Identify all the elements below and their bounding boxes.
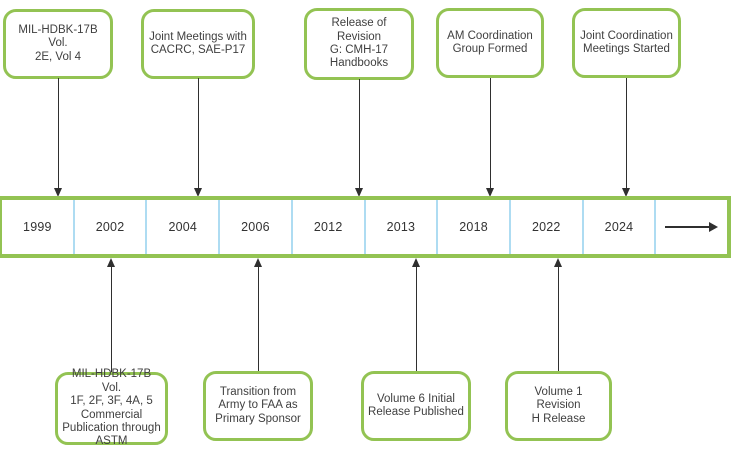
event-label: AM Coordination Group Formed bbox=[447, 29, 533, 55]
event-box-below-2006: Transition from Army to FAA as Primary S… bbox=[203, 371, 313, 441]
event-box-below-2022: Volume 1 Revision H Release bbox=[505, 371, 612, 441]
year-label: 2018 bbox=[459, 220, 488, 234]
event-box-below-2013: Volume 6 Initial Release Published bbox=[361, 371, 471, 441]
arrow-down-icon bbox=[622, 188, 630, 197]
arrow-up-icon bbox=[554, 258, 562, 267]
year-label: 2013 bbox=[386, 220, 416, 234]
timeline-cell-2012: 2012 bbox=[293, 200, 366, 254]
event-box-above-2004: Joint Meetings with CACRC, SAE-P17 bbox=[141, 9, 255, 79]
arrow-down-icon bbox=[53, 188, 62, 197]
connector-stem bbox=[558, 267, 559, 371]
timeline-cell-2013: 2013 bbox=[366, 200, 439, 254]
arrow-down-icon bbox=[354, 188, 363, 197]
timeline-cell-2004: 2004 bbox=[147, 200, 221, 254]
arrow-up-icon bbox=[411, 258, 420, 267]
timeline-cell-2018: 2018 bbox=[438, 200, 511, 254]
timeline-cell-1999: 1999 bbox=[2, 200, 75, 254]
arrow-up-icon bbox=[253, 258, 262, 267]
year-label: 2022 bbox=[531, 220, 561, 234]
arrow-down-icon bbox=[193, 188, 202, 197]
connector-stem bbox=[197, 78, 199, 188]
timeline-cell-2002: 2002 bbox=[75, 200, 148, 254]
event-label: Joint Coordination Meetings Started bbox=[580, 29, 673, 55]
connector-stem bbox=[415, 267, 417, 371]
event-box-above-2012: Release of Revision G: CMH-17 Handbooks bbox=[304, 8, 414, 80]
timeline-bar: 1999 2002 2004 2006 2012 2013 2018 2022 … bbox=[0, 196, 731, 258]
connector-stem bbox=[489, 78, 491, 188]
event-box-below-2002: MIL-HDBK-17B Vol. 1F, 2F, 3F, 4A, 5 Comm… bbox=[55, 368, 168, 447]
event-label: Release of Revision G: CMH-17 Handbooks bbox=[329, 17, 389, 70]
event-box-above-1999: MIL-HDBK-17B Vol. 2E, Vol 4 bbox=[3, 9, 113, 79]
timeline-cell-2006: 2006 bbox=[220, 200, 293, 254]
event-label: MIL-HDBK-17B Vol. 2E, Vol 4 bbox=[18, 23, 98, 63]
timeline-cell-future bbox=[656, 200, 727, 254]
event-label: Volume 1 Revision H Release bbox=[531, 385, 586, 425]
year-label: 1999 bbox=[23, 220, 52, 234]
year-label: 2002 bbox=[95, 220, 125, 234]
connector-stem bbox=[626, 78, 627, 188]
timeline-cell-2024: 2024 bbox=[584, 200, 657, 254]
arrow-up-icon bbox=[107, 258, 115, 267]
arrow-down-icon bbox=[485, 188, 494, 197]
year-label: 2024 bbox=[604, 220, 634, 234]
event-label: Volume 6 Initial Release Published bbox=[368, 392, 464, 418]
continuation-arrow-icon bbox=[665, 222, 719, 232]
year-label: 2012 bbox=[313, 220, 343, 234]
year-label: 2006 bbox=[241, 220, 270, 234]
event-box-above-2024: Joint Coordination Meetings Started bbox=[572, 8, 681, 78]
event-label: MIL-HDBK-17B Vol. 1F, 2F, 3F, 4A, 5 Comm… bbox=[62, 368, 161, 448]
event-box-above-2018: AM Coordination Group Formed bbox=[436, 8, 544, 78]
year-label: 2004 bbox=[168, 220, 198, 234]
event-label: Transition from Army to FAA as Primary S… bbox=[215, 385, 301, 425]
connector-stem bbox=[57, 78, 59, 188]
event-label: Joint Meetings with CACRC, SAE-P17 bbox=[149, 30, 247, 56]
connector-stem bbox=[358, 79, 360, 188]
connector-stem bbox=[257, 267, 259, 371]
connector-stem bbox=[111, 267, 112, 372]
timeline-cell-2022: 2022 bbox=[511, 200, 584, 254]
